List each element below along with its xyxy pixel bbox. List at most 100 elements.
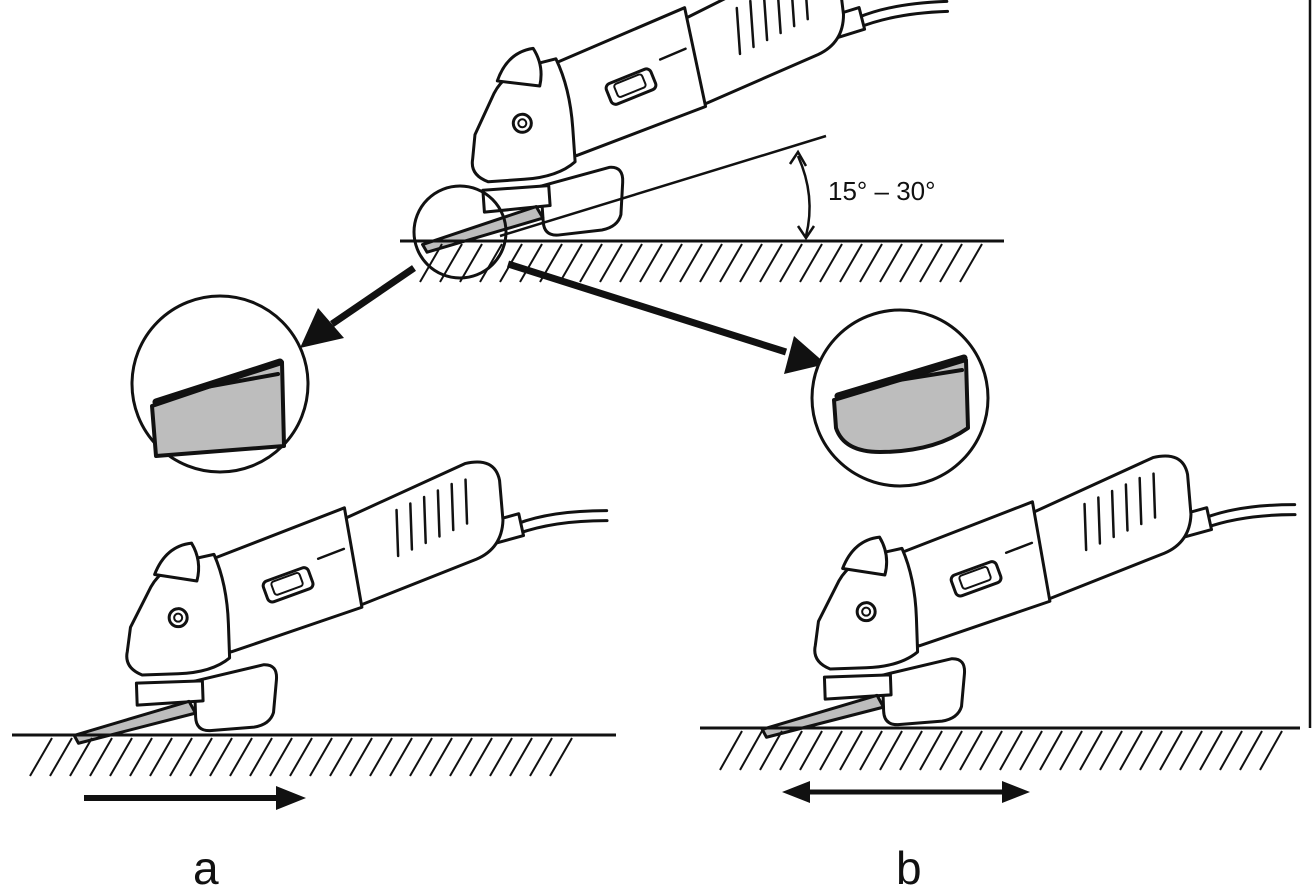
angle-arrowhead-top <box>788 149 808 167</box>
arrowhead-detail-a <box>300 308 344 348</box>
top-grinder-illustration <box>402 0 964 255</box>
hatch-mark <box>799 243 823 283</box>
hatch-mark <box>899 243 923 283</box>
panel-a-grinder-illustration <box>63 455 616 745</box>
detail-circle-a <box>130 294 310 474</box>
hatch-mark <box>1199 730 1223 771</box>
hatch-mark <box>519 243 543 283</box>
hatch-mark <box>1059 730 1083 771</box>
hatch-mark <box>1179 730 1203 771</box>
hatch-mark <box>489 737 513 777</box>
hatch-mark <box>939 243 963 283</box>
hatch-mark <box>859 730 883 771</box>
hatch-mark <box>719 730 743 771</box>
hatch-mark <box>209 737 233 777</box>
panel-a-label: a <box>193 842 219 894</box>
hatch-mark <box>579 243 603 283</box>
hatch-mark <box>419 243 443 283</box>
arrow-to-detail-b <box>506 260 788 356</box>
hatch-mark <box>879 243 903 283</box>
hatch-mark <box>679 243 703 283</box>
hatch-mark <box>739 730 763 771</box>
hatch-mark <box>739 243 763 283</box>
hatch-mark <box>819 730 843 771</box>
hatch-mark <box>939 730 963 771</box>
hatch-mark <box>839 730 863 771</box>
hatch-mark <box>759 243 783 283</box>
hatch-mark <box>779 730 803 771</box>
hatch-mark <box>69 737 93 777</box>
arrowhead-left <box>782 781 810 803</box>
hatch-mark <box>149 737 173 777</box>
hatch-mark <box>369 737 393 777</box>
angle-reference-line <box>499 134 827 238</box>
hatch-mark <box>1119 730 1143 771</box>
hatch-mark <box>959 243 983 283</box>
hatch-mark <box>619 243 643 283</box>
hatch-mark <box>289 737 313 777</box>
hatch-mark <box>459 243 483 283</box>
hatch-mark <box>659 243 683 283</box>
hatch-mark <box>1099 730 1123 771</box>
hatch-mark <box>779 243 803 283</box>
hatch-mark <box>599 243 623 283</box>
hatch-mark <box>719 243 743 283</box>
hatch-mark <box>469 737 493 777</box>
arrowhead-detail-b <box>784 336 826 374</box>
hatch-mark <box>129 737 153 777</box>
hatch-mark <box>529 737 553 777</box>
hatch-mark <box>879 730 903 771</box>
angle-grinder-icon <box>402 0 964 255</box>
angle-arc <box>796 155 811 237</box>
hatch-mark <box>979 730 1003 771</box>
hatch-mark <box>799 730 823 771</box>
hatch-mark <box>269 737 293 777</box>
angle-grinder-icon <box>63 455 616 745</box>
hatch-mark <box>409 737 433 777</box>
magnifier-circle <box>412 184 508 280</box>
hatch-mark <box>329 737 353 777</box>
hatch-mark <box>169 737 193 777</box>
hatch-mark <box>1219 730 1243 771</box>
panel-b-ground-hatching <box>719 730 1283 771</box>
hatch-mark <box>309 737 333 777</box>
arrowhead-right <box>276 786 306 810</box>
hatch-mark <box>89 737 113 777</box>
hatch-mark <box>1079 730 1103 771</box>
hatch-mark <box>29 737 53 777</box>
hatch-mark <box>699 243 723 283</box>
hatch-mark <box>1139 730 1163 771</box>
hatch-mark <box>479 243 503 283</box>
hatch-mark <box>1039 730 1063 771</box>
hatch-mark <box>509 737 533 777</box>
hatch-mark <box>899 730 923 771</box>
hatch-mark <box>549 737 573 777</box>
detail-circle-b <box>810 308 990 488</box>
hatch-mark <box>859 243 883 283</box>
hatch-mark <box>759 730 783 771</box>
arrow-to-detail-a <box>330 265 416 327</box>
hatch-mark <box>999 730 1023 771</box>
hatch-mark <box>449 737 473 777</box>
angle-grinder-icon <box>751 449 1304 739</box>
top-ground-hatching <box>419 243 983 283</box>
hatch-mark <box>249 737 273 777</box>
panel-b-grinder-illustration <box>751 449 1304 739</box>
panel-a-ground-hatching <box>29 737 573 777</box>
hatch-mark <box>819 243 843 283</box>
angle-label: 15° – 30° <box>828 176 936 206</box>
hatch-mark <box>349 737 373 777</box>
hatch-mark <box>109 737 133 777</box>
hatch-mark <box>559 243 583 283</box>
hatch-mark <box>919 243 943 283</box>
hatch-mark <box>1259 730 1283 771</box>
hatch-mark <box>959 730 983 771</box>
hatch-mark <box>389 737 413 777</box>
panel-b-label: b <box>896 842 922 894</box>
hatch-mark <box>1019 730 1043 771</box>
hatch-mark <box>189 737 213 777</box>
hatch-mark <box>1159 730 1183 771</box>
hatch-mark <box>229 737 253 777</box>
